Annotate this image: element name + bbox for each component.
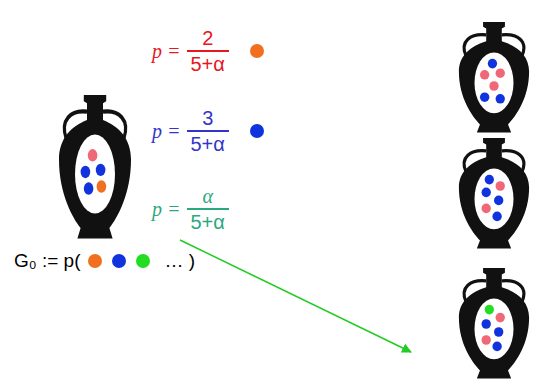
ball-dots [85,251,159,271]
draw-arrow [180,240,411,352]
probability-row: p = α 5+α [152,184,229,234]
formula-text: G₀ := p( [14,250,81,272]
numerator: α [198,184,217,208]
urn [59,95,131,239]
numerator: 3 [198,106,217,130]
fraction: 3 5+α [187,106,229,156]
numerator: 2 [198,26,217,50]
probability-row: p = 3 5+α [152,106,275,156]
formula-text: … ) [165,250,196,272]
fraction: α 5+α [187,184,229,234]
probability-row: p = 2 5+α [152,26,275,76]
probability-symbol: p = [152,120,181,143]
probability-symbol: p = [152,198,181,221]
ball-dot [245,121,275,141]
ball-dot [245,41,275,61]
urn [459,138,529,248]
urn [459,268,529,378]
denominator: 5+α [187,130,229,156]
denominator: 5+α [187,208,229,234]
fraction: 2 5+α [187,26,229,76]
base-distribution: G₀ := p( … ) [14,250,195,272]
urn [459,22,529,132]
probability-symbol: p = [152,40,181,63]
denominator: 5+α [187,50,229,76]
